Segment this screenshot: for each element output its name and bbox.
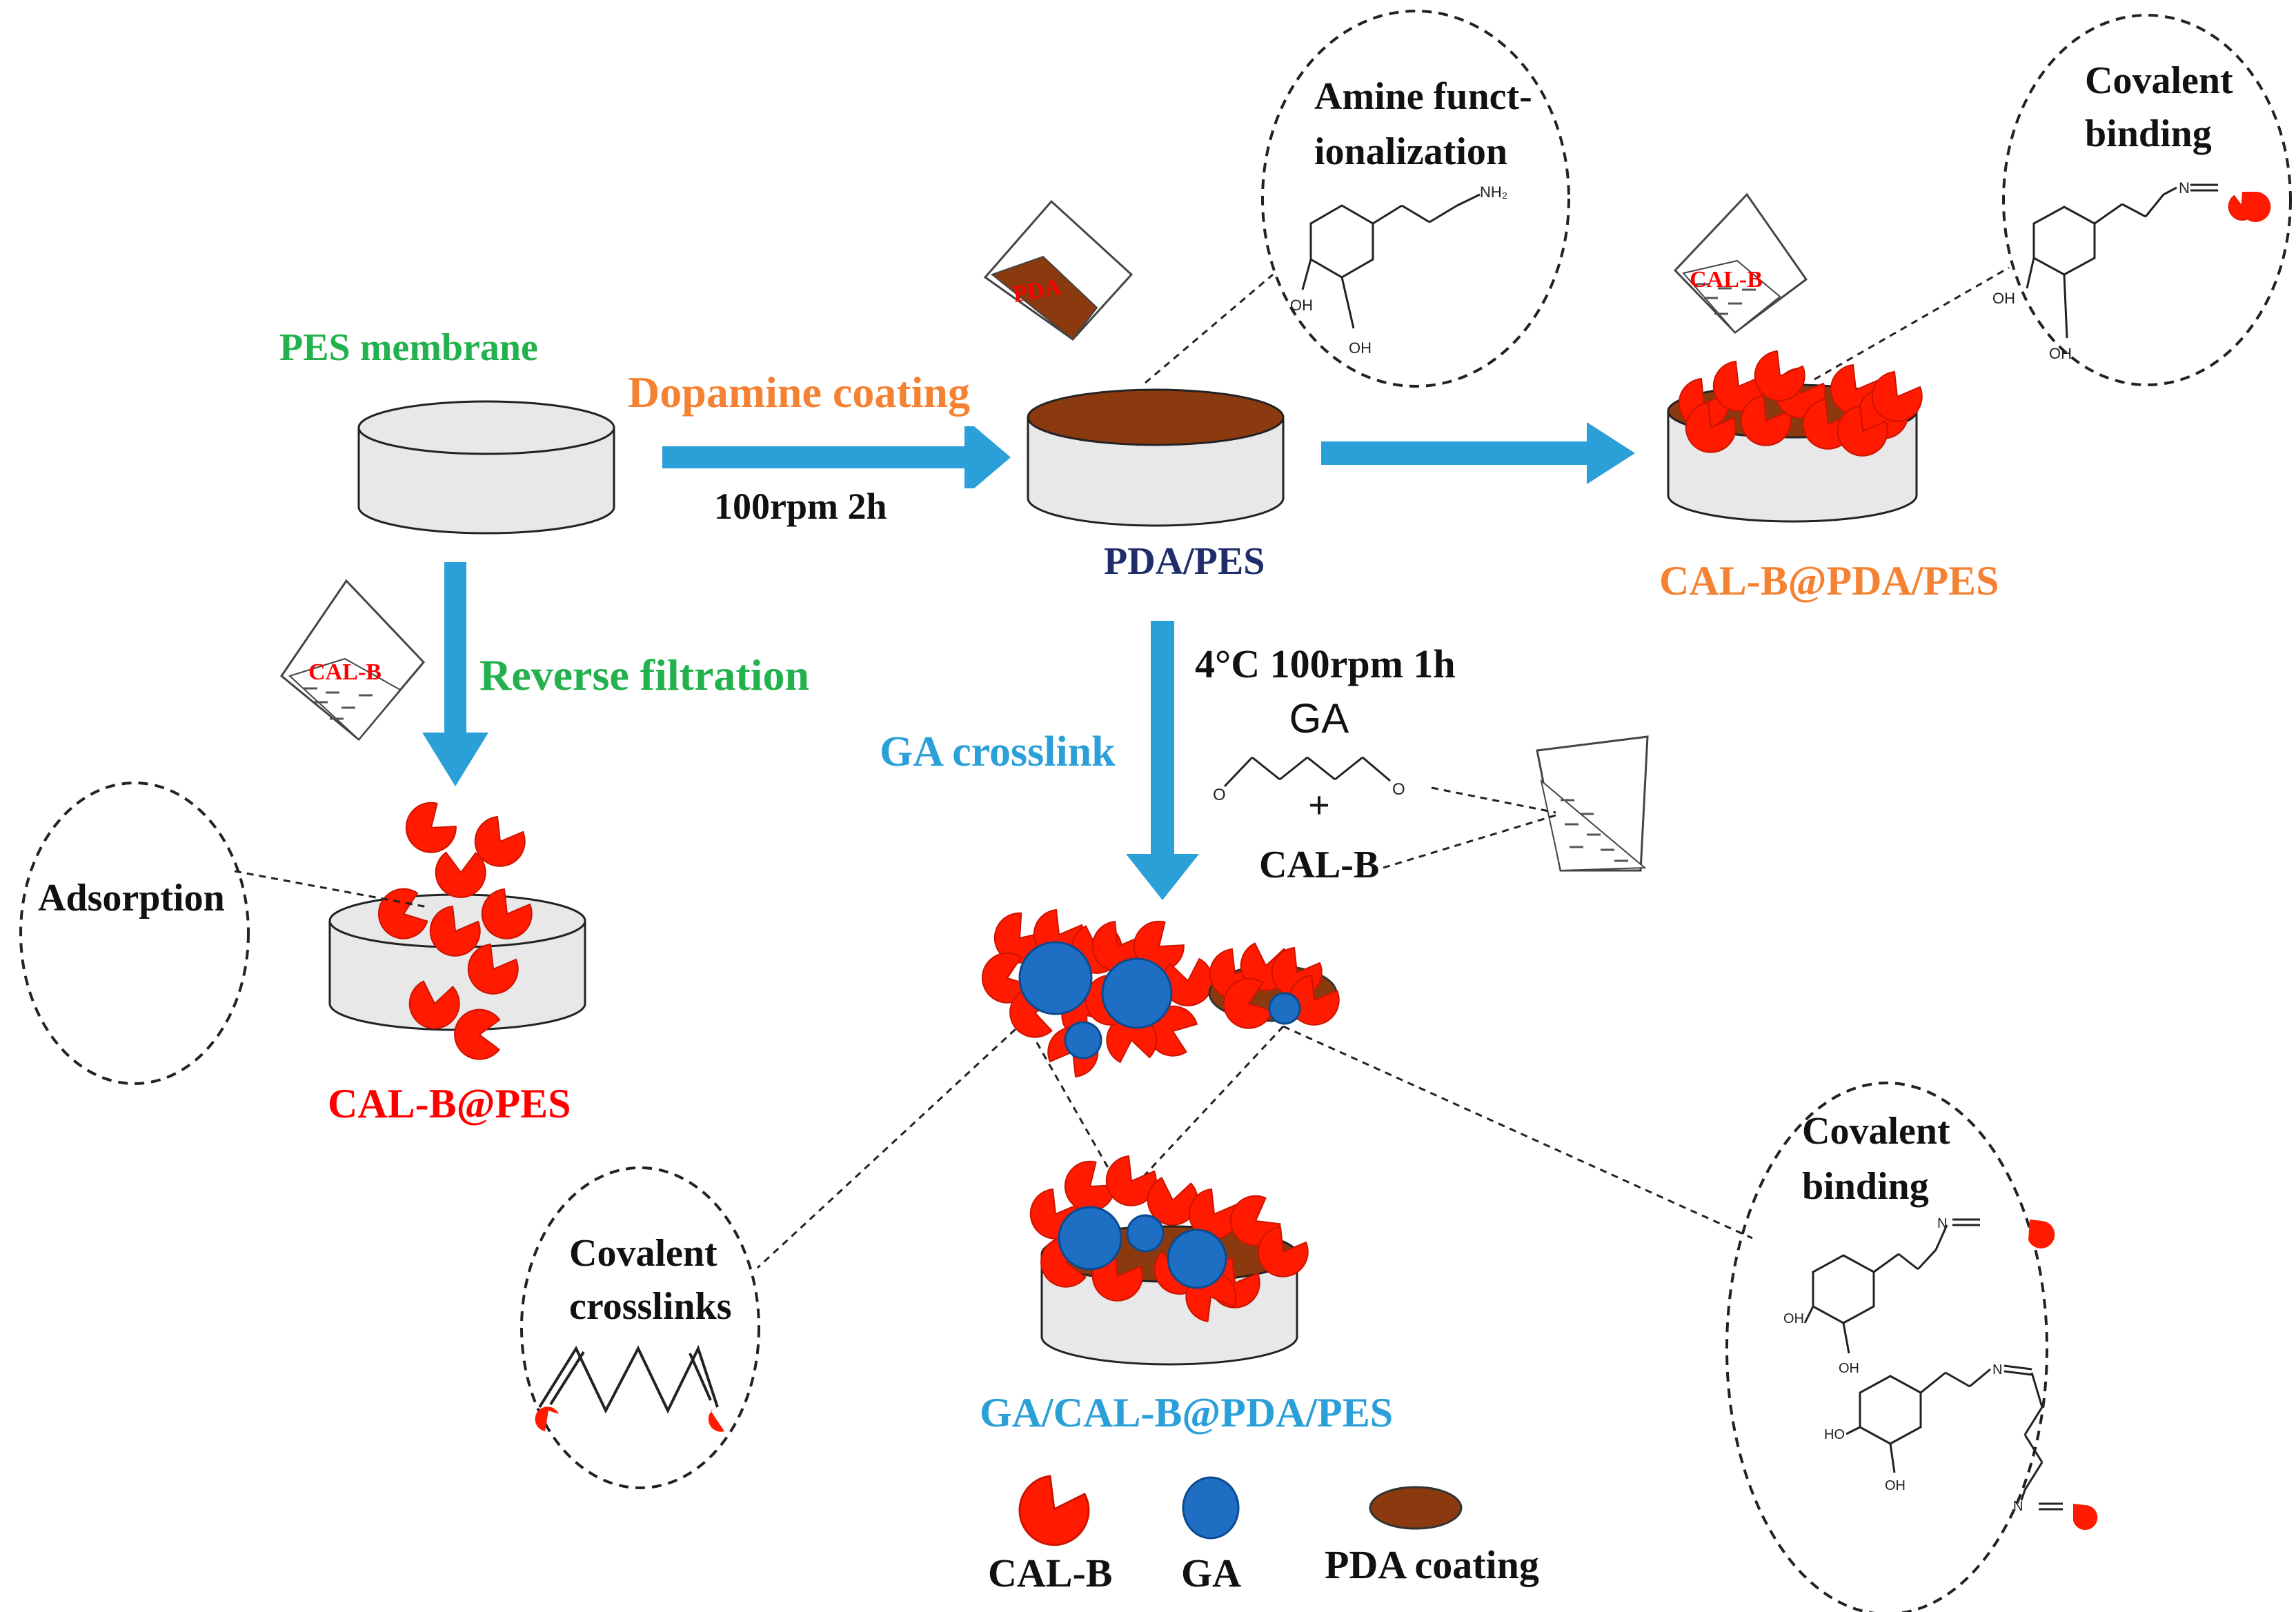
dopamine-structure [1301,193,1481,329]
beaker-calb-top: CAL-B [1673,192,1808,334]
beaker-pda: PDA [983,199,1134,341]
coating-condition-label: 100rpm 2h [714,486,887,527]
arrow-pda-to-calb [1321,422,1635,484]
amine-functionalization-callout [1261,10,1570,388]
connector-lines [234,266,2010,1269]
ga-crosslink-label: GA crosslink [880,728,1116,775]
beaker-calb-left-label: CAL-B [308,659,382,685]
covalent-crosslinks-label-2: crosslinks [569,1285,731,1328]
oh-label-3: OH [1992,290,2015,307]
amine-label-2: ionalization [1314,130,1507,173]
covalent-binding-top-callout [2002,14,2292,386]
legend-ga-label: GA [1181,1551,1241,1595]
crosslink-condition-label: 4°C 100rpm 1h [1195,641,1456,686]
oh-label-6: OH [1839,1361,1859,1376]
covalent-binding-right-label-1: Covalent [1802,1110,1950,1153]
arrow-dopamine [662,426,1011,488]
n-label-right-2: N [1992,1362,2002,1377]
arrow-reverse-filtration [422,562,488,786]
pda-pes-label: PDA/PES [1104,540,1265,583]
ga-calb-pda-pes-label: GA/CAL-B@PDA/PES [980,1390,1393,1435]
o-label-2: O [1392,780,1405,799]
oh-label-5: OH [1783,1311,1804,1326]
crosslink-calb-left [535,1406,559,1431]
calb-label-mid: CAL-B [1259,844,1379,886]
imine-structure-top [2026,183,2218,339]
ga-calb-clusters [971,908,1340,1077]
n-label-top: N [2179,179,2190,197]
binding-calb-right-2 [2073,1504,2098,1530]
nh2-label: NH₂ [1480,183,1507,201]
adsorption-label: Adsorption [38,877,225,919]
ga-label: GA [1289,695,1349,742]
oh-label-2: OH [1349,339,1372,357]
ga-calb-pda-pes-disk [1029,1153,1309,1366]
covalent-binding-right-callout [1725,1082,2048,1612]
arrow-ga-crosslink [1126,621,1199,900]
amine-label-1: Amine funct- [1314,75,1532,118]
adsorption-callout [19,782,250,1085]
pes-membrane-label: PES membrane [279,326,538,369]
crosslink-calb-right [708,1407,724,1432]
calb-pes-disk [328,795,586,1069]
beaker-calb-left: CAL-B [279,579,426,742]
binding-calb-right-1 [2028,1220,2055,1248]
glutaraldehyde-structure [1223,756,1391,788]
imine-structure-right [1803,1218,2063,1511]
calb-pda-pes-label: CAL-B@PDA/PES [1659,558,1999,604]
covalent-crosslinks-callout [520,1166,760,1489]
legend-ga-icon [1182,1476,1240,1540]
legend-pda-label: PDA coating [1325,1542,1539,1587]
crosslink-zigzag [538,1344,719,1414]
covalent-binding-right-label-2: binding [1802,1165,1929,1208]
pda-pes-disk [1027,388,1285,527]
plus-label: + [1308,784,1330,827]
covalent-binding-top-label-2: binding [2085,112,2212,155]
covalent-crosslinks-label-1: Covalent [569,1232,718,1275]
oh-label-4: OH [2049,345,2072,362]
o-label-1: O [1213,786,1226,804]
legend-pda-icon [1369,1486,1463,1530]
pes-membrane-disk [357,400,615,535]
ho-label: HO [1824,1427,1845,1442]
n-label-right-3: N [2013,1499,2023,1514]
calb-pda-pes-disk [1667,350,1923,523]
beaker-ga-calb [1536,735,1649,872]
legend-calb-label: CAL-B [988,1551,1112,1595]
reverse-filtration-label: Reverse filtration [479,650,809,699]
oh-label-1: OH [1290,297,1313,314]
oh-label-7: OH [1885,1478,1906,1493]
legend-calb-icon [1018,1475,1090,1546]
dopamine-coating-label: Dopamine coating [628,368,970,417]
n-label-right-1: N [1937,1216,1947,1231]
covalent-binding-top-label-1: Covalent [2085,59,2233,102]
legend: CAL-B GA PDA coating [988,1475,1539,1595]
beaker-calb-top-label: CAL-B [1690,267,1763,292]
calb-pes-label: CAL-B@PES [328,1081,571,1126]
